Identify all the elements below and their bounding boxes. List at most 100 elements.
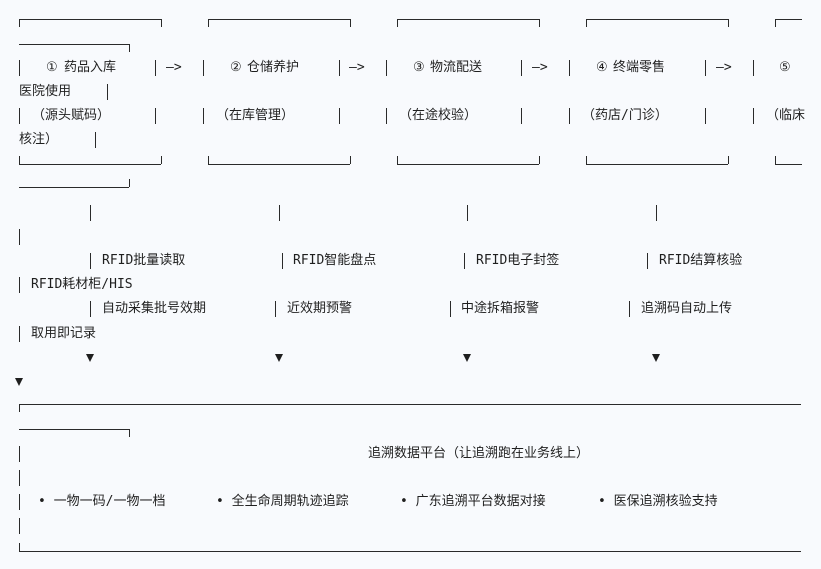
box1-side-left — [19, 60, 20, 76]
pipe2-c — [275, 301, 276, 317]
box2-top — [208, 19, 350, 20]
box4-bottom — [586, 164, 728, 165]
stage2-sub: （在库管理） — [216, 108, 295, 123]
stage3-sub: （在途校验） — [399, 108, 478, 123]
pipe2-a — [279, 205, 280, 221]
platform-top-wrap — [19, 429, 129, 430]
box4-side-left — [569, 60, 570, 76]
box4-sub-right — [705, 108, 706, 124]
stage4-num: ④ — [596, 60, 608, 75]
box5-wrap-right — [107, 84, 108, 100]
box5-top-wrap-tick — [129, 44, 130, 52]
box5-bottom-wrap — [19, 187, 129, 188]
stage5-name: 医院使用 — [19, 84, 72, 99]
box1-bottom — [19, 164, 161, 165]
stage3-tech: RFID电子封签 — [476, 253, 560, 268]
stage4-func: 追溯码自动上传 — [641, 301, 733, 316]
pipe3-b — [464, 253, 465, 269]
stage3-name: 物流配送 — [430, 60, 483, 75]
box4-sub-left — [569, 108, 570, 124]
stage1-func: 自动采集批号效期 — [102, 301, 207, 316]
box5-top-left-tick — [775, 19, 776, 27]
arrow-down-3 — [463, 354, 471, 362]
stage1-sub: （源头赋码） — [32, 108, 111, 123]
box2-top-left-tick — [208, 19, 209, 27]
stage1-tech: RFID批量读取 — [102, 253, 186, 268]
platform-top — [19, 404, 801, 405]
box4-top-left-tick — [586, 19, 587, 27]
box2-top-right-tick — [350, 19, 351, 27]
box2-bottom — [208, 164, 350, 165]
pipe4-a — [656, 205, 657, 221]
stage5-func: 取用即记录 — [31, 326, 97, 341]
stage3-num: ③ — [413, 60, 425, 75]
box2-sub-left — [203, 108, 204, 124]
box3-top-left-tick — [397, 19, 398, 27]
stage1-name: 药品入库 — [64, 60, 117, 75]
box5-sub-wrap-right — [95, 132, 96, 148]
stage5-num: ⑤ — [779, 60, 791, 75]
stage2-func: 近效期预警 — [287, 301, 353, 316]
box3-top-right-tick — [539, 19, 540, 27]
pipe5-a — [19, 229, 20, 245]
pipe3-c — [450, 301, 451, 317]
box5-top — [775, 19, 802, 20]
box1-top-left-tick — [19, 19, 20, 27]
platform-left-2 — [19, 470, 20, 486]
box3-sub-right — [521, 108, 522, 124]
platform-top-wrap-tick — [129, 429, 130, 437]
box5-side-left — [753, 60, 754, 76]
box3-side-left — [386, 60, 387, 76]
platform-feature-2: • 全生命周期轨迹追踪 — [216, 494, 349, 509]
pipe1-b — [90, 253, 91, 269]
pipe1-a — [90, 205, 91, 221]
box2-sub-right — [339, 108, 340, 124]
box4-side-right — [705, 60, 706, 76]
stage5-sub-head: （临床 — [766, 108, 806, 123]
pipe3-a — [467, 205, 468, 221]
box2-bottom-left — [208, 156, 209, 164]
box1-side-right — [155, 60, 156, 76]
arrow-3-4: —> — [532, 60, 548, 75]
platform-feature-3: • 广东追溯平台数据对接 — [400, 494, 546, 509]
box5-bottom-left — [775, 156, 776, 164]
box4-bottom-left — [586, 156, 587, 164]
box4-bottom-right — [728, 156, 729, 164]
box1-top — [19, 19, 161, 20]
box1-bottom-left — [19, 156, 20, 164]
box4-top — [586, 19, 728, 20]
stage4-name: 终端零售 — [613, 60, 666, 75]
stage4-sub: （药店/门诊） — [582, 108, 668, 123]
platform-left-4 — [19, 518, 20, 534]
platform-left-1 — [19, 446, 20, 462]
box1-bottom-right — [161, 156, 162, 164]
box3-bottom — [397, 164, 539, 165]
arrow-2-3: —> — [349, 60, 365, 75]
platform-top-left — [19, 404, 20, 412]
stage3-func: 中途拆箱报警 — [461, 301, 540, 316]
platform-bottom-left — [19, 543, 20, 551]
box1-top-right-tick — [161, 19, 162, 27]
stage4-tech: RFID结算核验 — [659, 253, 743, 268]
stage5-sub-tail: 核注） — [19, 132, 59, 147]
platform-left-3 — [19, 494, 20, 510]
pipe1-c — [90, 301, 91, 317]
box2-bottom-right — [350, 156, 351, 164]
arrow-down-5 — [15, 378, 23, 386]
arrow-1-2: —> — [166, 60, 182, 75]
stage2-name: 仓储养护 — [247, 60, 300, 75]
box2-side-left — [203, 60, 204, 76]
box3-top — [397, 19, 539, 20]
pipe2-b — [282, 253, 283, 269]
box3-side-right — [521, 60, 522, 76]
box3-sub-left — [386, 108, 387, 124]
platform-feature-4: • 医保追溯核验支持 — [598, 494, 718, 509]
pipe5-c — [19, 326, 20, 342]
box5-bottom — [775, 164, 802, 165]
box3-bottom-left — [397, 156, 398, 164]
arrow-down-1 — [86, 354, 94, 362]
stage1-num: ① — [46, 60, 58, 75]
box5-sub-left — [753, 108, 754, 124]
platform-title: 追溯数据平台（让追溯跑在业务线上） — [368, 446, 590, 461]
platform-feature-1: • 一物一码/一物一档 — [38, 494, 166, 509]
